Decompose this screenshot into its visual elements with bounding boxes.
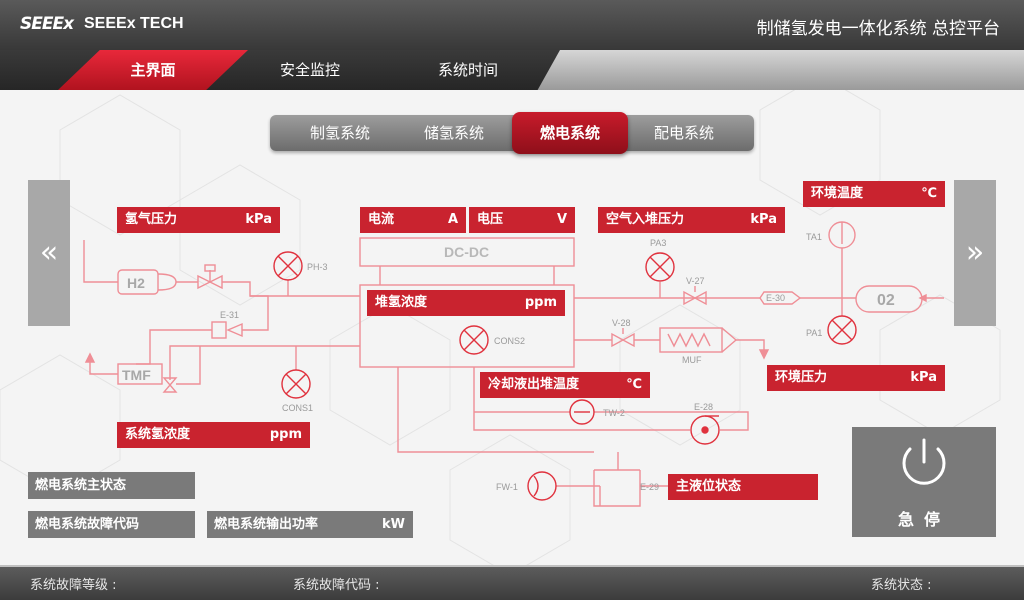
current-unit: A	[447, 212, 458, 227]
brand-name: SEEEx TECH	[84, 15, 184, 32]
power-icon	[902, 438, 946, 485]
ambient-pressure-unit: kPa	[910, 370, 937, 385]
tag-pa1: PA1	[806, 328, 822, 338]
subtab-hydrogen-storage[interactable]: 储氢系统	[423, 124, 484, 142]
voltage-unit: V	[556, 212, 567, 227]
pa1-gauge-icon	[827, 315, 857, 345]
tag-e29: E-29	[640, 482, 659, 492]
coolant-out-temp-label: 冷却液出堆温度 ℃	[480, 372, 650, 398]
pa3-gauge-icon	[645, 252, 675, 282]
tag-v28: V-28	[612, 318, 631, 328]
o2-label: 02	[877, 292, 895, 309]
subtab-hydrogen-production[interactable]: 制氢系统	[309, 124, 370, 142]
tag-ph3: PH-3	[307, 262, 328, 272]
ambient-pressure-name: 环境压力	[775, 370, 828, 385]
top-header	[0, 0, 1024, 50]
output-power-unit: kW	[382, 517, 405, 532]
footer-fault-code: 系统故障代码 :	[293, 578, 380, 593]
h2-label: H2	[127, 275, 145, 291]
cons1-gauge-icon	[281, 369, 311, 399]
status-footer	[0, 565, 1024, 600]
hydrogen-pressure-name: 氢气压力	[125, 212, 178, 227]
footer-system-status: 系统状态 :	[871, 578, 932, 593]
next-page-button[interactable]: »	[954, 180, 996, 326]
air-in-pressure-name: 空气入堆压力	[606, 212, 685, 227]
tag-v27: V-27	[686, 276, 705, 286]
dcdc-label: DC-DC	[444, 244, 489, 260]
ph3-gauge-icon	[273, 251, 303, 281]
stack-h2-concentration-name: 堆氢浓度	[375, 295, 428, 310]
prev-page-button[interactable]: «	[28, 180, 70, 326]
tab-safety-monitor[interactable]: 安全监控	[279, 61, 340, 79]
tag-fw1: FW-1	[496, 482, 518, 492]
fuel-system-output-power: 燃电系统输出功率 kW	[207, 511, 413, 538]
hydrogen-pressure-label: 氢气压力 kPa	[117, 207, 280, 233]
footer-fault-level: 系统故障等级 :	[30, 578, 117, 593]
main-status-name: 燃电系统主状态	[35, 478, 127, 493]
tag-e31: E-31	[220, 310, 239, 320]
voltage-label: 电压 V	[469, 207, 575, 233]
tag-cons1: CONS1	[282, 403, 313, 413]
cons2-gauge-icon	[459, 325, 489, 355]
brand-logo: SEEEx	[20, 14, 74, 34]
e28-pump-icon	[690, 415, 720, 445]
system-h2-concentration-label: 系统氢浓度 ppm	[117, 422, 310, 448]
output-power-name: 燃电系统输出功率	[214, 517, 319, 532]
ambient-temp-name: 环境温度	[811, 186, 864, 201]
tag-tw2: TW-2	[603, 408, 625, 418]
ambient-pressure-label: 环境压力 kPa	[767, 365, 945, 391]
fuel-stack-box	[359, 284, 575, 368]
tag-e28: E-28	[694, 402, 713, 412]
air-in-pressure-unit: kPa	[750, 212, 777, 227]
tag-ta1: TA1	[806, 232, 822, 242]
coolant-out-temp-unit: ℃	[626, 377, 642, 392]
system-h2-concentration-name: 系统氢浓度	[125, 427, 191, 442]
subtab-fuel-cell[interactable]: 燃电系统	[512, 112, 628, 154]
main-level-status-label: 主液位状态	[668, 474, 818, 500]
tab-system-time[interactable]: 系统时间	[437, 61, 498, 79]
fw1-flow-icon	[527, 471, 557, 501]
tag-pa3: PA3	[650, 238, 666, 248]
ambient-temp-label: 环境温度 ℃	[803, 181, 945, 207]
coolant-out-temp-name: 冷却液出堆温度	[488, 377, 580, 392]
tag-cons2: CONS2	[494, 336, 525, 346]
stack-h2-concentration-unit: ppm	[524, 295, 557, 310]
tag-e30: E-30	[766, 293, 785, 303]
main-level-status-name: 主液位状态	[676, 479, 742, 494]
current-name: 电流	[368, 212, 395, 227]
h2-tank	[117, 269, 159, 295]
system-title: 制储氢发电一体化系统 总控平台	[756, 19, 1000, 39]
fuel-system-fault-code: 燃电系统故障代码	[28, 511, 195, 538]
muf-box	[659, 327, 723, 353]
ambient-temp-unit: ℃	[921, 186, 937, 201]
tmf-label: TMF	[122, 367, 151, 383]
fuel-system-main-status: 燃电系统主状态	[28, 472, 195, 499]
hydrogen-pressure-unit: kPa	[245, 212, 272, 227]
emergency-stop-label: 急停	[897, 510, 950, 529]
fault-code-name: 燃电系统故障代码	[35, 517, 140, 532]
system-h2-concentration-unit: ppm	[269, 427, 302, 442]
tag-muf: MUF	[682, 355, 702, 365]
air-in-pressure-label: 空气入堆压力 kPa	[598, 207, 785, 233]
stack-h2-concentration-label: 堆氢浓度 ppm	[367, 290, 565, 316]
dcdc-box	[359, 237, 575, 267]
current-label: 电流 A	[360, 207, 466, 233]
subtab-power-distribution[interactable]: 配电系统	[653, 124, 714, 142]
voltage-name: 电压	[477, 212, 504, 227]
tw2-temp-sensor-icon	[569, 399, 595, 425]
emergency-stop-button[interactable]	[852, 427, 996, 537]
